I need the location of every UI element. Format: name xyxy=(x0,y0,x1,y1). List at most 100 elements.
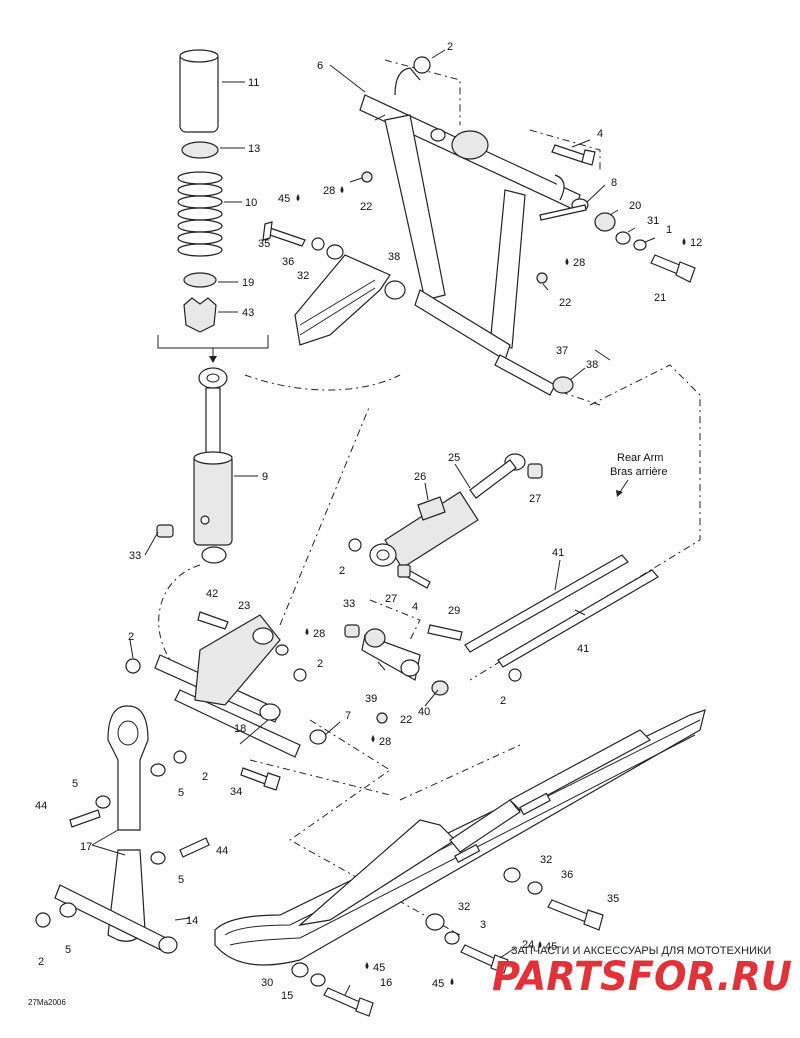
washer-5c xyxy=(150,851,166,865)
slide-rail xyxy=(214,709,706,966)
callout-40: 40 xyxy=(418,706,430,718)
callout-21: 21 xyxy=(654,292,666,304)
callout-6: 6 xyxy=(317,60,323,72)
nut-2-top xyxy=(413,56,431,74)
washer-36-right xyxy=(527,881,543,895)
callout-41: 41 xyxy=(577,643,589,655)
arrow-head xyxy=(209,356,217,363)
watermark: ЗАПЧАСТИ И АКСЕССУАРЫ ДЛЯ МОТОТЕХНИКИ PA… xyxy=(492,945,792,1000)
callout-35: 35 xyxy=(607,893,619,905)
callout-20: 20 xyxy=(629,200,641,212)
tube-18 xyxy=(259,703,281,721)
figure-code: 27Ma2006 xyxy=(28,998,66,1007)
callout-34: 34 xyxy=(230,786,242,798)
callout-17: 17 xyxy=(80,841,92,853)
rail-hardware xyxy=(291,867,604,1017)
cup-13 xyxy=(181,141,219,159)
callout-38: 38 xyxy=(586,359,598,371)
callout-36: 36 xyxy=(282,256,294,268)
droplet-icon xyxy=(682,238,686,245)
nut-2-arm xyxy=(293,668,307,682)
dashed-leader-lines xyxy=(158,59,701,936)
callout-14: 14 xyxy=(186,915,198,927)
callout-numbers: 2 6 4 11 13 10 45 28 22 8 20 31 1 12 35 … xyxy=(35,41,702,1002)
bushing-27-top xyxy=(527,463,543,479)
callout-43: 43 xyxy=(242,307,254,319)
droplet-icon xyxy=(565,258,569,265)
nut-2-left xyxy=(125,658,141,674)
washer-15 xyxy=(310,973,326,987)
bushing-38-right xyxy=(552,376,574,394)
rear-arm-label-en: Rear Arm xyxy=(617,452,663,464)
callout-7: 7 xyxy=(345,710,351,722)
bolt-29 xyxy=(427,624,463,641)
bolt-35-right xyxy=(547,899,591,923)
callout-31: 31 xyxy=(647,215,659,227)
washer-32-low xyxy=(425,913,445,931)
callout-22: 22 xyxy=(400,714,412,726)
callout-32: 32 xyxy=(458,901,470,913)
stopper-11 xyxy=(179,51,219,133)
bushing-33-mid xyxy=(344,624,360,638)
washer-32-top xyxy=(326,244,344,260)
shock-stack xyxy=(157,49,269,363)
callout-27: 27 xyxy=(385,593,397,605)
droplet-icon xyxy=(538,941,542,948)
washer-5a xyxy=(95,795,111,809)
callout-28: 28 xyxy=(313,628,325,640)
bushing-27-mid xyxy=(397,564,411,578)
callout-12: 12 xyxy=(690,237,702,249)
callout-27: 27 xyxy=(529,493,541,505)
rail-segment-upper xyxy=(294,254,391,346)
ring-19 xyxy=(183,272,217,288)
bolt-44-right xyxy=(179,837,210,858)
grease-fitting-22-low xyxy=(376,712,388,724)
callout-4: 4 xyxy=(597,128,603,140)
callout-45: 45 xyxy=(278,193,290,205)
callout-5: 5 xyxy=(178,874,184,886)
callout-5: 5 xyxy=(72,778,78,790)
rear-arm-body xyxy=(125,611,327,791)
callout-2: 2 xyxy=(500,695,506,707)
callout-28: 28 xyxy=(573,257,585,269)
callout-2: 2 xyxy=(202,771,208,783)
droplet-icon xyxy=(340,186,344,193)
shock-absorber-9 xyxy=(193,367,233,564)
callout-36: 36 xyxy=(561,869,573,881)
callout-29: 29 xyxy=(448,605,460,617)
rods-41 xyxy=(464,554,659,668)
callout-16: 16 xyxy=(380,977,392,989)
callout-22: 22 xyxy=(360,201,372,213)
callout-leaders xyxy=(91,49,656,996)
bolt-4-top xyxy=(551,144,586,163)
pivot-arm-39 xyxy=(344,624,463,724)
rear-arm-label-fr: Bras arrière xyxy=(610,466,667,478)
washer-31 xyxy=(615,231,631,245)
washer-3 xyxy=(444,931,460,945)
nut-2-rod xyxy=(508,668,522,682)
callout-11: 11 xyxy=(248,77,259,89)
callout-2: 2 xyxy=(317,658,323,670)
callout-45: 45 xyxy=(373,962,385,974)
rear-arm-shock-25 xyxy=(369,453,526,569)
callout-15: 15 xyxy=(281,990,293,1002)
callout-8: 8 xyxy=(611,177,617,189)
callout-24: 24 xyxy=(522,939,534,951)
callout-19: 19 xyxy=(242,277,254,289)
front-bracket-17 xyxy=(35,705,210,954)
callout-44: 44 xyxy=(35,800,47,812)
grease-fitting-22-top xyxy=(361,171,373,183)
droplet-icon xyxy=(371,735,375,742)
droplet-icon xyxy=(450,978,454,985)
callout-44: 44 xyxy=(216,845,228,857)
rear-arm-note: Rear Arm Bras arrière xyxy=(610,452,667,497)
callout-33: 33 xyxy=(343,598,355,610)
plate-26 xyxy=(417,496,446,521)
callout-45: 45 xyxy=(432,978,444,990)
callout-28: 28 xyxy=(323,185,335,197)
washer-5b xyxy=(150,763,166,777)
callout-42: 42 xyxy=(206,588,218,600)
callout-2: 2 xyxy=(38,956,44,968)
spring-10 xyxy=(177,171,223,257)
front-arm-assembly xyxy=(359,67,589,396)
